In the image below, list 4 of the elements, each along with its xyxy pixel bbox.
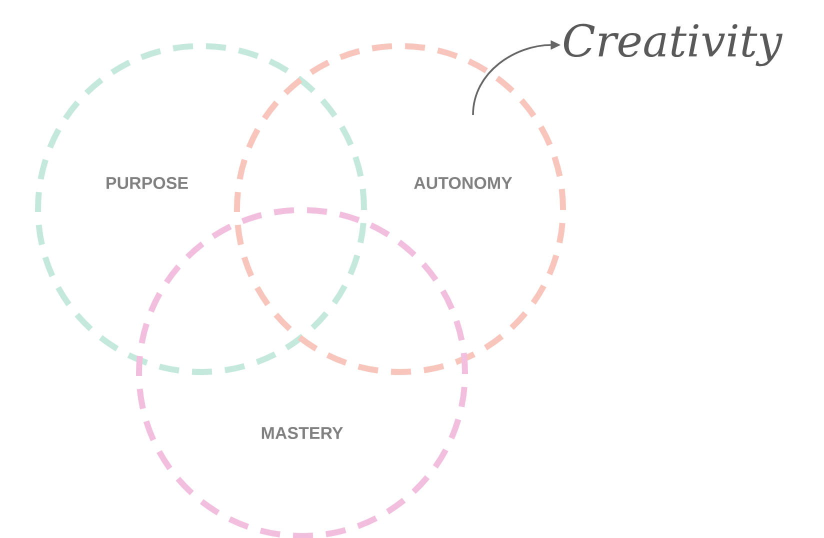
- handwritten-title: Creativity: [564, 24, 783, 66]
- circle-label: PURPOSE: [106, 176, 188, 190]
- circle-label: MASTERY: [262, 426, 343, 440]
- circle-label: AUTONOMY: [414, 176, 512, 190]
